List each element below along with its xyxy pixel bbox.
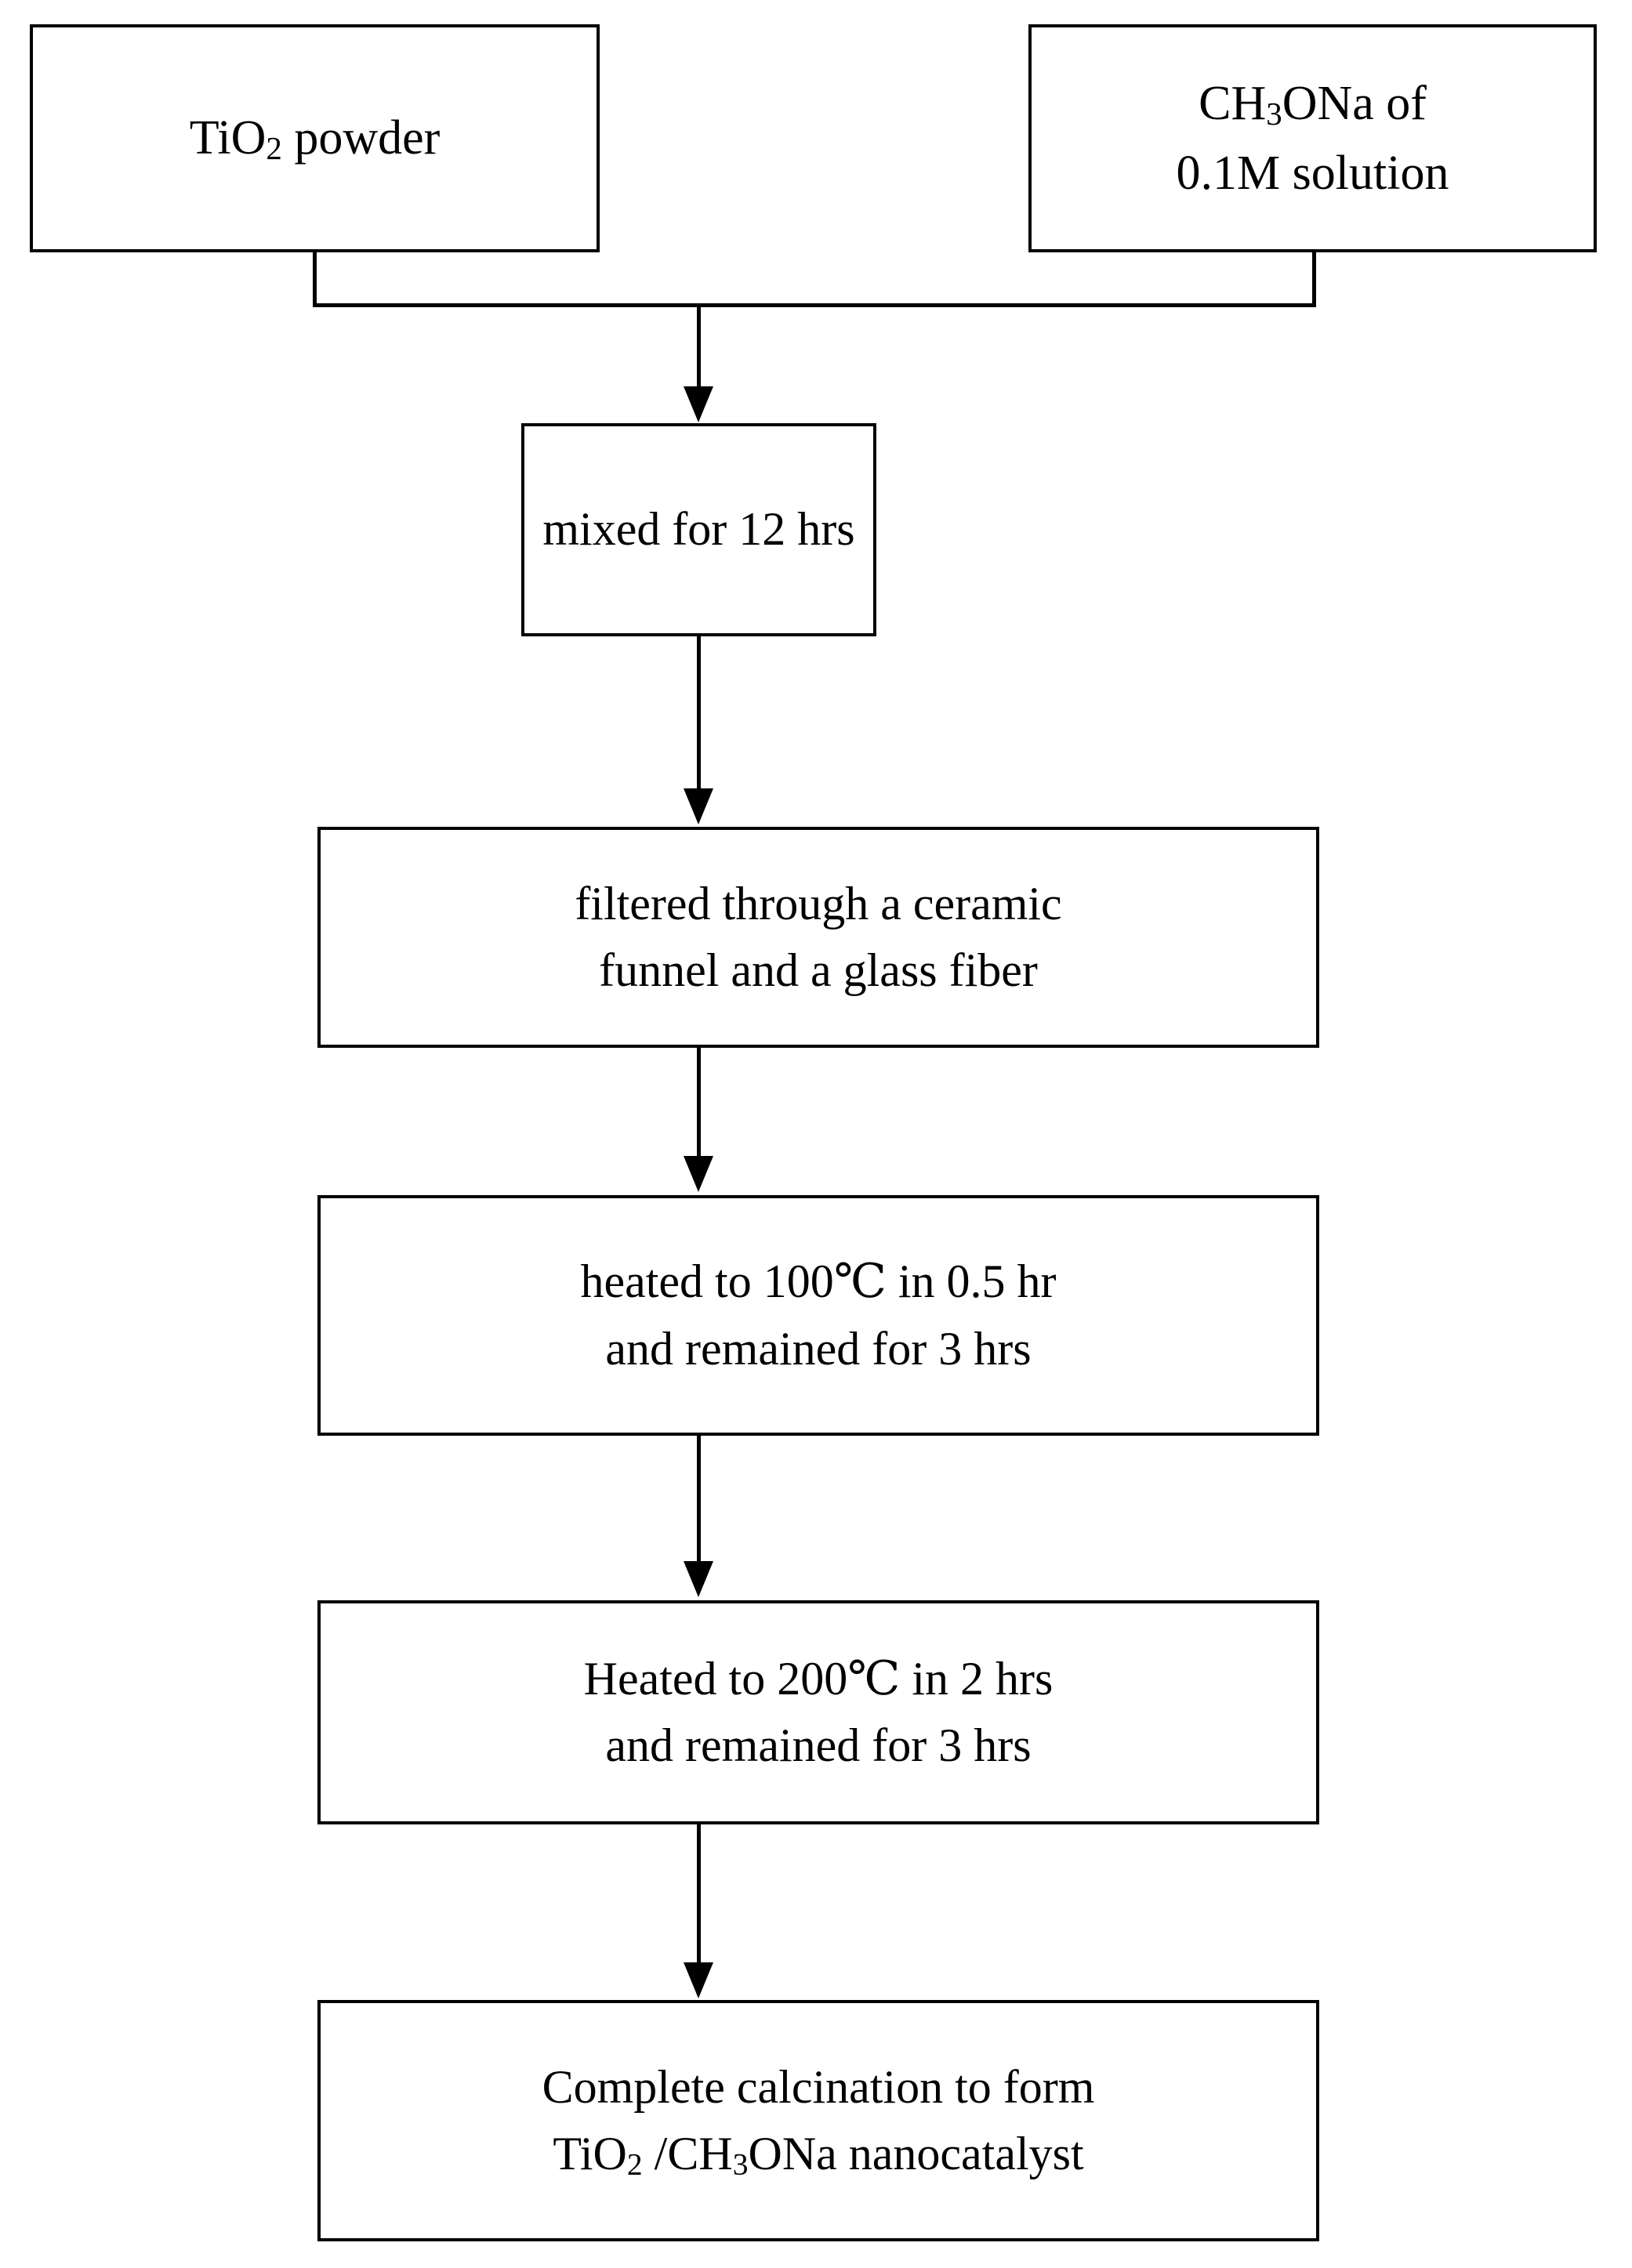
node-tio2-powder-text-post: powder	[281, 111, 441, 165]
connector-heated-100-to-heated-200	[697, 1436, 701, 1563]
node-heated-to-200c[interactable]: Heated to 200℃ in 2 hrs and remained for…	[317, 1600, 1319, 1824]
node-heated-200-line2: and remained for 3 hrs	[605, 1719, 1032, 1771]
subscript-3-icon: 3	[1266, 96, 1282, 132]
subscript-2-icon: 2	[266, 131, 282, 167]
node-ch3ona-text-post: ONa of	[1282, 77, 1427, 131]
connector-merge-stem	[697, 303, 701, 388]
node-calcination-ch-text: /CH	[642, 2128, 733, 2179]
connector-mixed-to-filtered	[697, 636, 701, 790]
node-mixed-for-12-hrs[interactable]: mixed for 12 hrs	[521, 423, 876, 636]
subscript-3-icon: 3	[732, 2147, 749, 2182]
node-mixed-label: mixed for 12 hrs	[542, 503, 855, 556]
node-filtered-line1: filtered through a ceramic	[575, 877, 1062, 929]
node-heated-to-100c[interactable]: heated to 100℃ in 0.5 hr and remained fo…	[317, 1195, 1319, 1436]
connector-tio2-drop	[313, 252, 317, 307]
node-heated-100-line1: heated to 100℃ in 0.5 hr	[580, 1255, 1057, 1308]
node-calcination-tio-text: TiO	[553, 2128, 627, 2179]
node-heated-200-line1: Heated to 200℃ in 2 hrs	[583, 1652, 1054, 1705]
node-heated-100-line2: and remained for 3 hrs	[605, 1322, 1032, 1375]
node-filtered-line2: funnel and a glass fiber	[599, 944, 1038, 996]
arrowhead-icon-to-heated-200	[684, 1561, 713, 1597]
arrowhead-icon-to-calcination	[684, 1962, 713, 1998]
connector-ch3ona-drop	[1312, 252, 1316, 307]
node-ch3ona-solution-line1: CH3ONa of	[1199, 69, 1427, 138]
arrowhead-icon-to-filtered	[684, 788, 713, 824]
node-filtered-through-ceramic-funnel[interactable]: filtered through a ceramic funnel and a …	[317, 827, 1319, 1048]
arrowhead-icon-to-mixed	[684, 386, 713, 422]
node-ch3ona-solution[interactable]: CH3ONa of 0.1M solution	[1028, 24, 1597, 252]
connector-filtered-to-heated-100	[697, 1048, 701, 1158]
arrowhead-icon-to-heated-100	[684, 1156, 713, 1192]
connector-merge-bar	[313, 303, 1316, 307]
node-ch3ona-solution-line2: 0.1M solution	[1176, 146, 1449, 200]
connector-heated-200-to-calcination	[697, 1824, 701, 1964]
node-tio2-powder[interactable]: TiO2 powder	[30, 24, 600, 252]
node-calcination-line1: Complete calcination to form	[542, 2060, 1095, 2113]
node-complete-calcination[interactable]: Complete calcination to form TiO2 /CH3ON…	[317, 2000, 1319, 2241]
node-calcination-line2: TiO2 /CH3ONa nanocatalyst	[553, 2121, 1083, 2187]
node-calcination-ona-text: ONa nanocatalyst	[748, 2128, 1084, 2179]
node-ch3ona-text-pre: CH	[1199, 77, 1267, 131]
node-tio2-powder-label: TiO2 powder	[190, 103, 441, 172]
subscript-2-icon: 2	[626, 2147, 643, 2182]
node-tio2-powder-text-pre: TiO	[189, 111, 267, 165]
